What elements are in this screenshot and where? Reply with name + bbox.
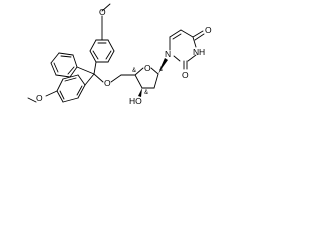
c4-stereo-mark: & <box>132 68 136 74</box>
o2-label: O <box>182 70 189 80</box>
methoxy-top-o-label: O <box>99 7 106 17</box>
bond-c4-o4 <box>192 30 204 38</box>
ring-o-label: O <box>144 63 151 73</box>
uracil-ring <box>169 29 197 62</box>
ether-o5-label: O <box>104 78 111 88</box>
bond-upper-o-to-methyl <box>101 3 111 12</box>
bond-trityl-to-lower-ring <box>84 73 95 86</box>
bond-trityl-to-phenyl <box>76 66 95 75</box>
bond-o5-to-c5 <box>110 74 122 83</box>
bond-lower-ring-to-o <box>45 90 58 97</box>
c1-stereo-mark: & <box>159 67 163 73</box>
upper-methoxyphenyl-ring <box>89 39 115 63</box>
bond-trityl-to-ether-o <box>93 73 104 83</box>
dmt-deoxyuridine-structure: O O O O & & <box>27 3 212 106</box>
c3-oh-wedge-bond <box>138 88 142 97</box>
c1-n1-wedge-bond <box>158 58 168 74</box>
phenyl-ring <box>50 52 78 78</box>
bond-trityl-to-upper-ring <box>93 61 97 75</box>
bond-c4-o4-double <box>194 33 205 41</box>
o4-label: O <box>205 25 212 35</box>
bond-lower-o-to-methyl <box>27 97 37 103</box>
lower-methoxyphenyl-ring <box>56 74 86 103</box>
hydroxyl-label: HO <box>129 96 142 106</box>
n3-label: N <box>193 47 199 57</box>
methoxy-bottom-o-label: O <box>36 93 43 103</box>
n3-h-label: H <box>199 47 205 57</box>
c3-stereo-mark: & <box>144 90 148 96</box>
n1-label: N <box>165 49 171 59</box>
deoxyribose-ring <box>134 67 159 89</box>
